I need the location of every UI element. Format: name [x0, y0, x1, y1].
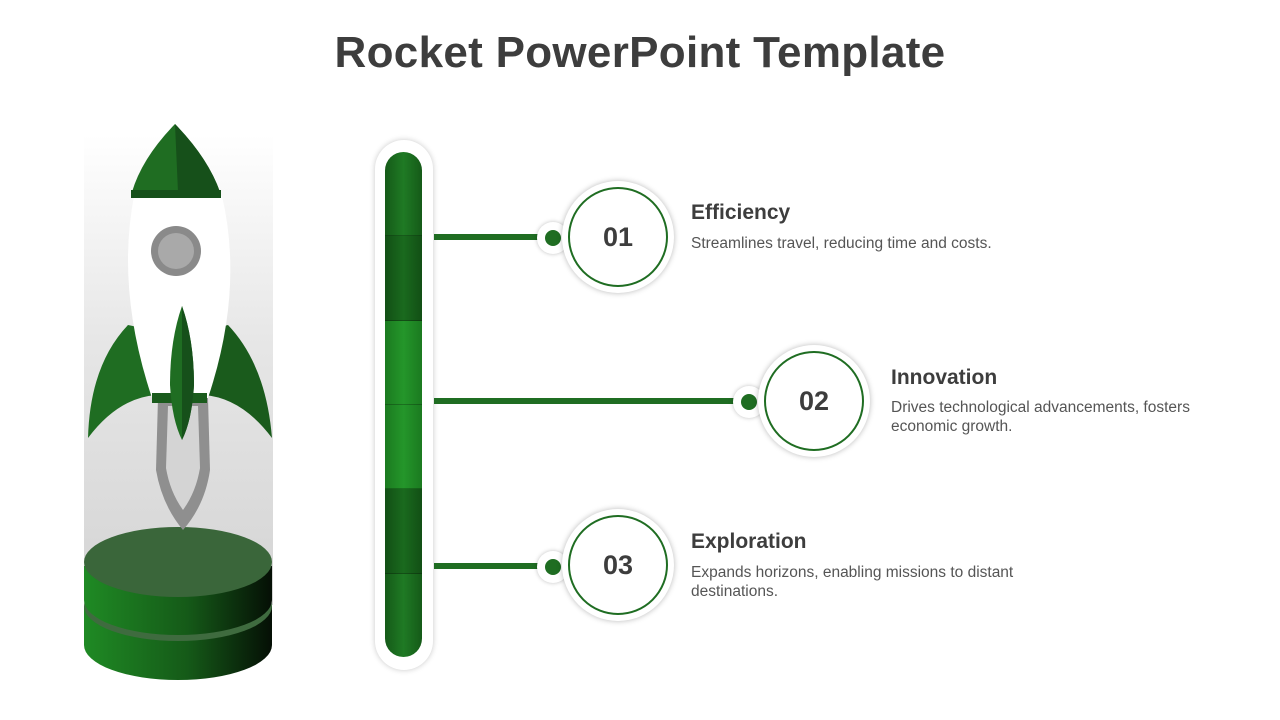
number-badge-1: 01: [562, 181, 674, 293]
badge-number-2: 02: [764, 351, 864, 451]
rocket-illustration: [0, 0, 300, 700]
tube-segment: [385, 236, 422, 320]
item-title-1: Efficiency: [691, 201, 790, 225]
number-badge-3: 03: [562, 509, 674, 621]
tube-segment: [385, 152, 422, 236]
tube-segment: [385, 405, 422, 489]
item-description-1: Streamlines travel, reducing time and co…: [691, 234, 1011, 253]
timeline-tube-fill: [385, 152, 422, 657]
tube-segment: [385, 321, 422, 405]
launch-podium: [84, 527, 272, 680]
item-title-3: Exploration: [691, 530, 807, 554]
item-description-2: Drives technological advancements, foste…: [891, 398, 1191, 436]
connector-line-3: [434, 563, 546, 569]
connector-line-1: [434, 234, 546, 240]
badge-number-3: 03: [568, 515, 668, 615]
connector-line-2: [434, 398, 740, 404]
badge-number-1: 01: [568, 187, 668, 287]
tube-segment: [385, 574, 422, 657]
tube-segment: [385, 489, 422, 573]
item-description-3: Expands horizons, enabling missions to d…: [691, 563, 1021, 601]
item-title-2: Innovation: [891, 366, 997, 390]
number-badge-2: 02: [758, 345, 870, 457]
